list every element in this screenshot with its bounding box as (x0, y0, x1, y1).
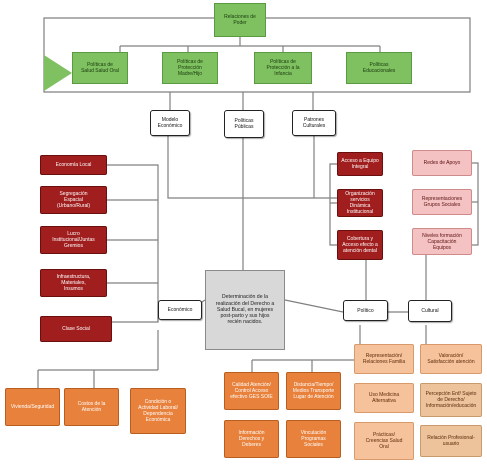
connector-economic-model (167, 136, 337, 199)
policies-arrow (44, 55, 72, 91)
cultural-outcome-relationship: Relación Profesional-usuario (420, 425, 482, 457)
political-label-node: Político (343, 300, 388, 321)
economic-label-node: Económico (158, 300, 202, 320)
cultural-outcome-family: Representación/Relaciones Familia (354, 344, 414, 374)
connector-cultural-factors (472, 162, 479, 246)
economic-factor-social-class: Clase Social (40, 316, 112, 342)
cultural-outcome-satisfaction: Valoración/Satisfacción atención (420, 344, 482, 374)
connector-power-frame (43, 17, 471, 93)
economic-factor-infrastructure: Infraestructura,Materiales,Insumos (40, 269, 107, 297)
cultural-factor-support-networks: Redes de Apoyo (412, 150, 472, 176)
connector-center-political (284, 299, 344, 313)
connector-political-factors (329, 163, 337, 246)
cultural-label-node: Cultural (408, 300, 452, 322)
connector-economic-factors (107, 164, 159, 323)
economic-factor-local-economy: Economía Local (40, 155, 107, 175)
economic-outcome-housing: Vivienda/Seguridad (5, 388, 60, 426)
